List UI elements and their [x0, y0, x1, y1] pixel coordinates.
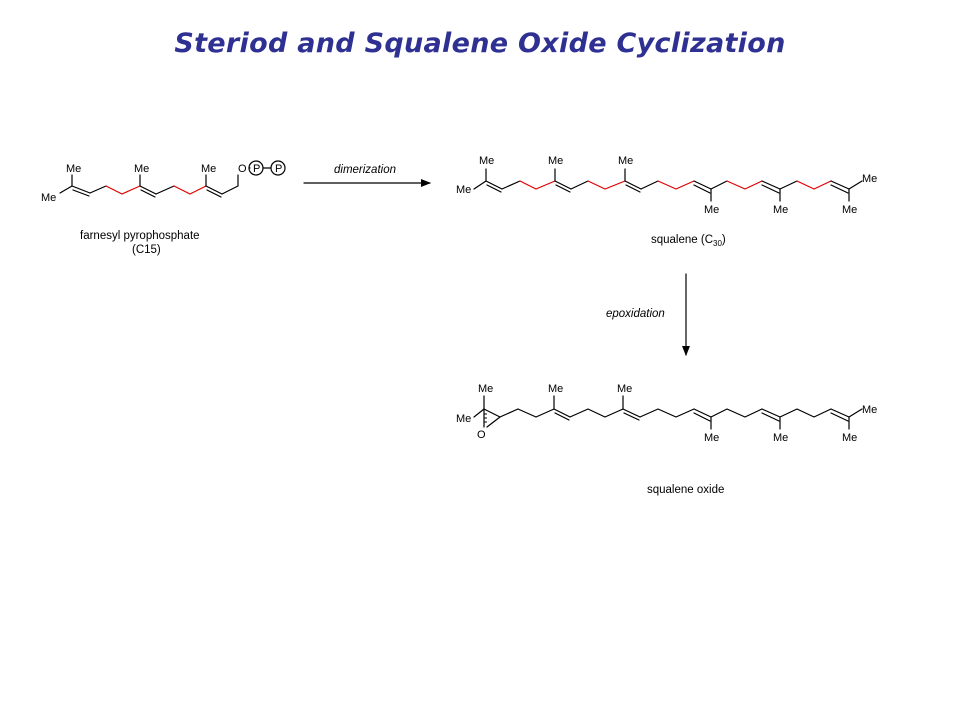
methyl-label: Me: [773, 432, 788, 444]
squalene-structure: [473, 168, 863, 202]
squalene-label: squalene (C30): [651, 234, 726, 248]
methyl-label: Me: [456, 184, 471, 196]
methyl-label: Me: [618, 155, 633, 167]
methyl-label: Me: [842, 204, 857, 216]
methyl-label: Me: [773, 204, 788, 216]
squalene-name: squalene (C: [651, 234, 713, 246]
squalene-oxide-label: squalene oxide: [647, 484, 724, 496]
methyl-label: Me: [704, 204, 719, 216]
methyl-label: Me: [456, 413, 471, 425]
squalene-suffix: ): [722, 234, 726, 246]
methyl-label: Me: [862, 173, 877, 185]
farnesyl-pyrophosphate-label: farnesyl pyrophosphate: [80, 230, 200, 242]
methyl-label: Me: [66, 163, 81, 175]
epoxide-oxygen-label: O: [477, 429, 486, 441]
methyl-label: Me: [548, 383, 563, 395]
farnesyl-carbon-count: (C15): [132, 244, 161, 256]
methyl-label: Me: [617, 383, 632, 395]
methyl-label: Me: [478, 383, 493, 395]
phosphate-label: P: [275, 163, 282, 175]
dimerization-label: dimerization: [334, 164, 396, 176]
methyl-label: Me: [704, 432, 719, 444]
methyl-label: Me: [41, 192, 56, 204]
methyl-label: Me: [842, 432, 857, 444]
phosphate-label: P: [253, 163, 260, 175]
epoxidation-label: epoxidation: [606, 308, 665, 320]
methyl-label: Me: [134, 163, 149, 175]
methyl-label: Me: [548, 155, 563, 167]
methyl-label: Me: [479, 155, 494, 167]
methyl-label: Me: [201, 163, 216, 175]
methyl-label: Me: [862, 404, 877, 416]
oxygen-label: O: [238, 163, 247, 175]
squalene-oxide-structure: [473, 395, 863, 430]
squalene-subscript: 30: [713, 239, 722, 248]
page-title: Steriod and Squalene Oxide Cyclization: [174, 28, 786, 59]
farnesyl-pyrophosphate-structure: [59, 160, 286, 198]
